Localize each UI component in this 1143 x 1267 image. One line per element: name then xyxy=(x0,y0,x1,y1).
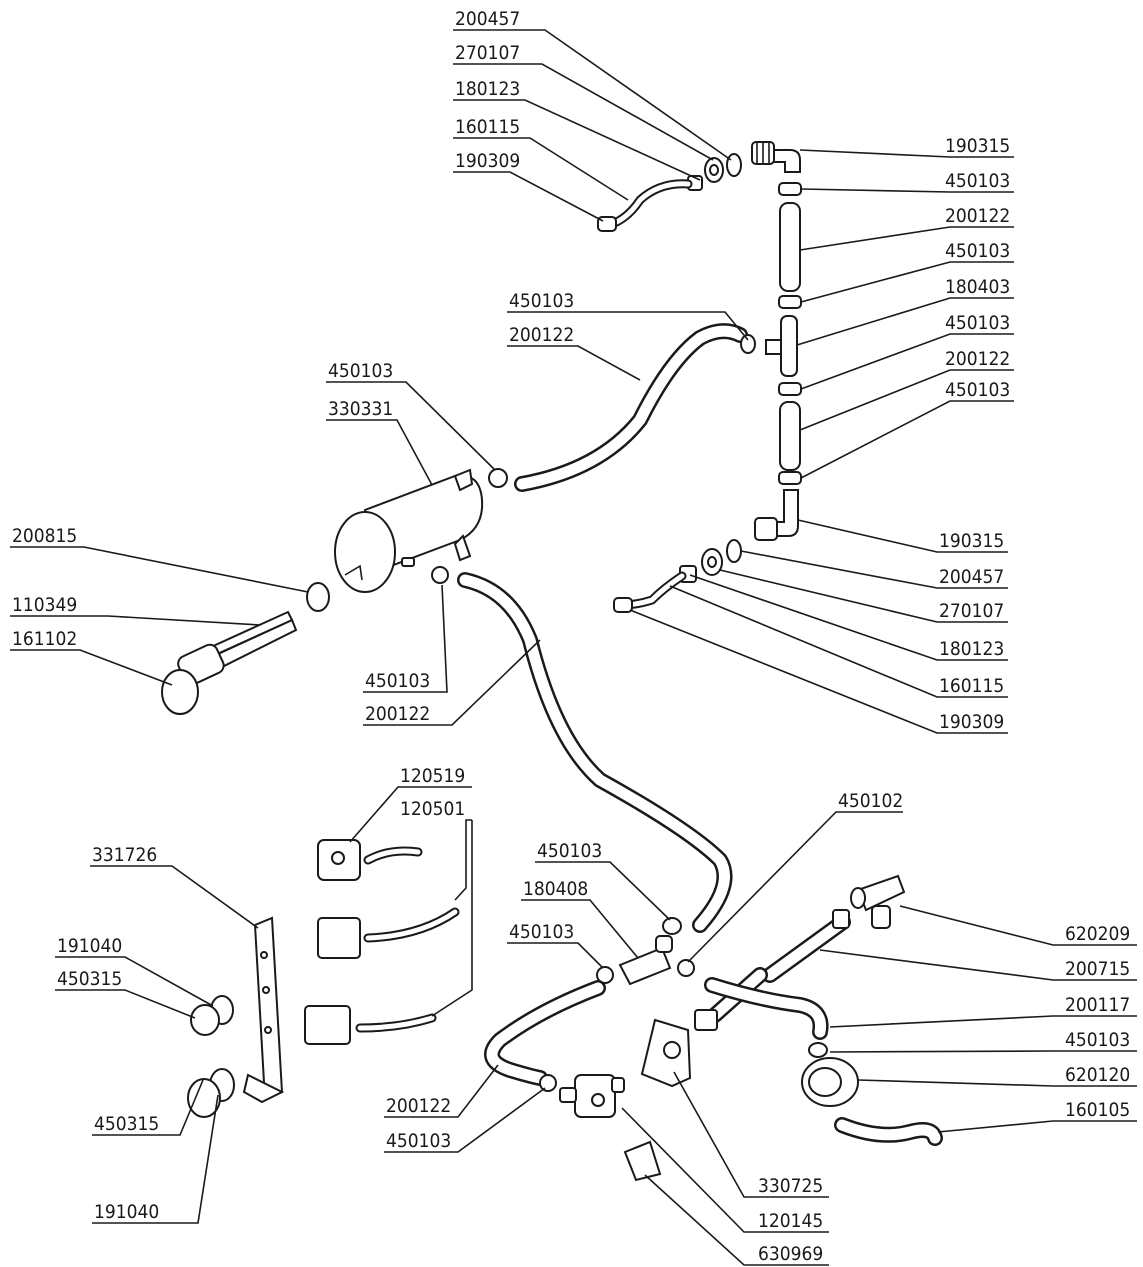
boiler-tank-330331 xyxy=(334,468,508,593)
label-330331: 330331 xyxy=(328,398,393,420)
clip-630969 xyxy=(623,1140,662,1182)
label-160105: 160105 xyxy=(1065,1099,1130,1121)
lower-hose-200122 xyxy=(484,980,606,1092)
t-fitting-620209 xyxy=(850,874,906,929)
label-180123-bottom: 180123 xyxy=(939,638,1004,660)
label-331726: 331726 xyxy=(92,844,157,866)
top-elbow-fitting xyxy=(687,141,801,191)
label-120519: 120519 xyxy=(400,765,465,787)
label-110349: 110349 xyxy=(12,594,77,616)
pipe-200117 xyxy=(694,967,829,1058)
label-620120: 620120 xyxy=(1065,1064,1130,1086)
label-161102: 161102 xyxy=(12,628,77,650)
right-lower-fitting xyxy=(613,539,742,613)
label-450103-r1: 450103 xyxy=(945,170,1010,192)
long-hose-200122 xyxy=(457,572,733,933)
label-450103-hose: 450103 xyxy=(509,290,574,312)
thermostat-120501-b xyxy=(304,1005,437,1045)
o-ring-200815 xyxy=(306,582,330,612)
label-180408: 180408 xyxy=(523,878,588,900)
label-450103-t1: 450103 xyxy=(537,840,602,862)
label-120145: 120145 xyxy=(758,1210,823,1232)
label-200715: 200715 xyxy=(1065,958,1130,980)
thermostat-120519 xyxy=(317,839,423,881)
label-270107-top: 270107 xyxy=(455,42,520,64)
label-450315-top: 450315 xyxy=(57,968,122,990)
label-180403: 180403 xyxy=(945,276,1010,298)
label-191040-bottom: 191040 xyxy=(94,1201,159,1223)
label-200117: 200117 xyxy=(1065,994,1130,1016)
label-190315-top: 190315 xyxy=(945,135,1010,157)
label-200122-r2: 200122 xyxy=(945,348,1010,370)
label-450103-r3: 450103 xyxy=(945,312,1010,334)
mount-bracket-330725 xyxy=(640,1018,692,1088)
upper-hose-200122 xyxy=(514,323,756,492)
right-column-fittings xyxy=(754,182,802,541)
label-191040-top: 191040 xyxy=(57,935,122,957)
part-labels: 200457 270107 180123 160115 190309 19031… xyxy=(12,8,1130,1265)
label-630969: 630969 xyxy=(758,1243,823,1265)
t-fitting-180408 xyxy=(596,917,695,986)
hose-160105 xyxy=(834,1117,943,1146)
label-160115-top: 160115 xyxy=(455,116,520,138)
leader-lines xyxy=(10,29,1137,1266)
label-200122-hose: 200122 xyxy=(509,324,574,346)
label-270107-bottom: 270107 xyxy=(939,600,1004,622)
thermostat-120501-a xyxy=(317,907,460,959)
parts-drawing xyxy=(161,141,943,1182)
label-200457-bottom: 200457 xyxy=(939,566,1004,588)
label-200122-mid: 200122 xyxy=(365,703,430,725)
label-450103-r2: 450103 xyxy=(945,240,1010,262)
label-180123-top: 180123 xyxy=(455,78,520,100)
valve-120145 xyxy=(559,1074,625,1118)
heating-element-110349 xyxy=(161,610,298,715)
pump-620120 xyxy=(801,1057,859,1107)
label-620209: 620209 xyxy=(1065,923,1130,945)
label-450102: 450102 xyxy=(838,790,903,812)
label-450103-r4: 450103 xyxy=(945,379,1010,401)
label-190309-bottom: 190309 xyxy=(939,711,1004,733)
label-200815: 200815 xyxy=(12,525,77,547)
label-450103-mid: 450103 xyxy=(365,670,430,692)
label-190309-top: 190309 xyxy=(455,150,520,172)
label-190315-bottom: 190315 xyxy=(939,530,1004,552)
knob-191040-top xyxy=(190,995,234,1036)
label-200122-low: 200122 xyxy=(386,1095,451,1117)
knob-191040-bottom xyxy=(187,1068,235,1118)
label-450315-bottom: 450315 xyxy=(94,1113,159,1135)
label-200457-top: 200457 xyxy=(455,8,520,30)
label-120501: 120501 xyxy=(400,798,465,820)
pipe-200715 xyxy=(762,909,851,983)
top-pipe-190309 xyxy=(597,179,693,232)
label-200122-r1: 200122 xyxy=(945,205,1010,227)
label-450103-tank: 450103 xyxy=(328,360,393,382)
label-450103-t2: 450103 xyxy=(509,921,574,943)
bracket-331726 xyxy=(242,916,285,1104)
label-450103-low: 450103 xyxy=(386,1130,451,1152)
label-330725: 330725 xyxy=(758,1175,823,1197)
label-450103-pump: 450103 xyxy=(1065,1029,1130,1051)
label-160115-bottom: 160115 xyxy=(939,675,1004,697)
